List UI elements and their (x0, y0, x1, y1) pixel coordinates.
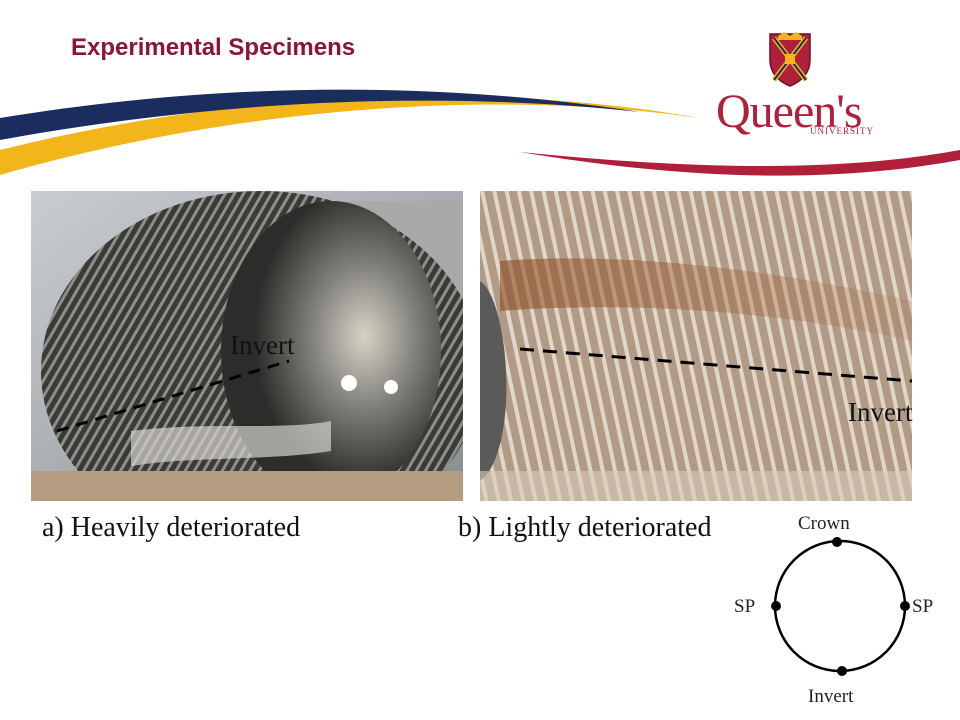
sp-left-point (771, 601, 781, 611)
logo-subtext: UNIVERSITY (810, 126, 874, 136)
photo-lightly-deteriorated (480, 191, 912, 501)
diagram-sp-right-label: SP (912, 596, 934, 617)
pipe-cross-section-diagram: Crown SP SP Invert (720, 505, 960, 715)
cross-section-circle (771, 537, 910, 676)
diagram-invert-label: Invert (808, 686, 854, 707)
page-title: Experimental Specimens (71, 34, 356, 61)
photo-heavily-deteriorated (31, 191, 463, 501)
logo-wordmark: Queen's (716, 85, 863, 138)
university-logo: Queen's UNIVERSITY (716, 30, 876, 140)
caption-b: b) Lightly deteriorated (458, 512, 712, 543)
crest-icon (769, 32, 811, 87)
diagram-crown-label: Crown (798, 513, 850, 534)
sp-right-point (900, 601, 910, 611)
invert-label-a: Invert (230, 330, 295, 360)
invert-point (837, 666, 847, 676)
header-swoosh (0, 89, 960, 176)
caption-a: a) Heavily deteriorated (42, 512, 301, 543)
crown-point (832, 537, 842, 547)
diagram-sp-left-label: SP (734, 596, 756, 617)
invert-label-b: Invert (848, 397, 913, 427)
